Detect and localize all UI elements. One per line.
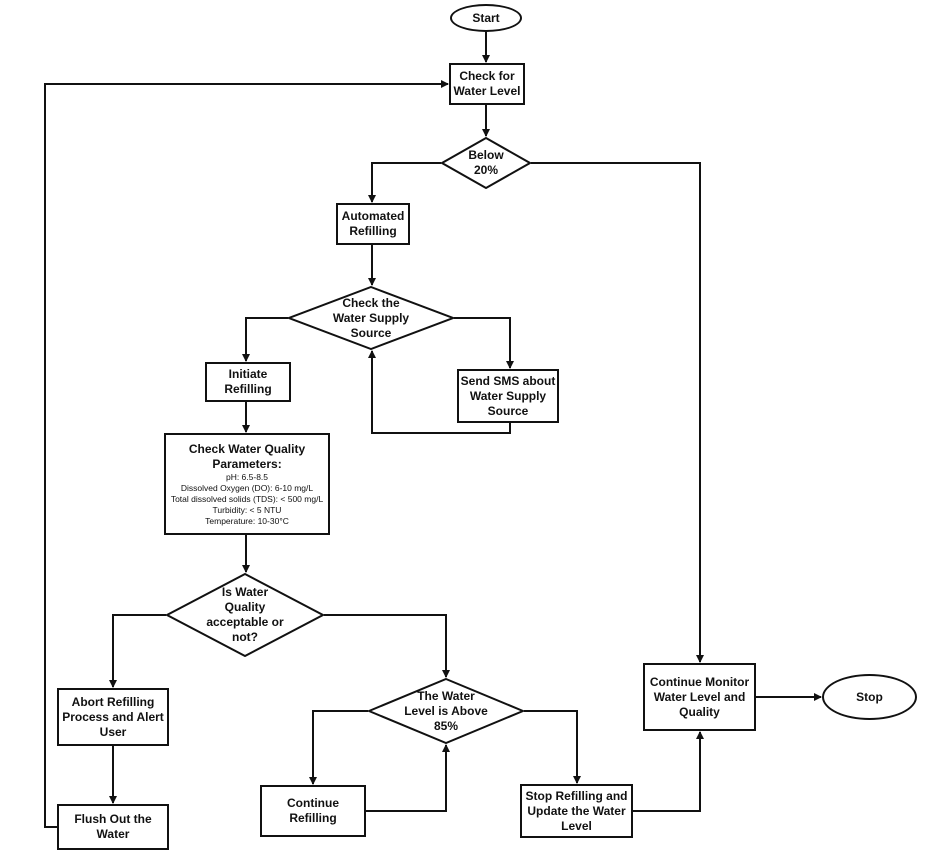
stop-refilling-line3: Level — [561, 818, 592, 833]
quality-acceptable-line3: acceptable or — [206, 615, 284, 629]
edge-above85-to-stoprefill — [524, 710, 581, 784]
edge-below20-to-auto — [368, 162, 441, 203]
stop-refilling-line1: Stop Refilling and — [525, 788, 628, 803]
check-water-level-line1: Check for — [459, 69, 515, 83]
param-tds: Total dissolved solids (TDS): < 500 mg/L — [170, 493, 324, 504]
send-sms-line3: Source — [487, 403, 529, 418]
param-temperature: Temperature: 10-30°C — [205, 515, 289, 526]
check-supply-line3: Source — [350, 325, 392, 340]
stop-refilling-line2: Update the Water — [527, 803, 626, 818]
stop-refilling-box: Stop Refilling and Update the Water Leve… — [520, 784, 633, 838]
above-85-decision: The Water Level is Above 85% — [368, 678, 524, 744]
edge-stoprefill-to-monitor — [633, 731, 704, 812]
below-20-decision: Below 20% — [441, 137, 531, 189]
above-85-line2: Level is Above — [404, 703, 488, 718]
abort-refilling-line1: Abort Refilling — [71, 694, 155, 709]
initiate-refilling-line1: Initiate — [228, 367, 268, 381]
continue-monitor-box: Continue Monitor Water Level and Quality — [643, 663, 756, 731]
param-turbidity: Turbidity: < 5 NTU — [212, 504, 282, 515]
check-supply-source-decision: Check the Water Supply Source — [288, 286, 454, 350]
continue-refilling-box: Continue Refilling — [260, 785, 366, 837]
below-20-line1: Below — [468, 148, 504, 162]
stop-terminal: Stop — [822, 674, 917, 720]
below-20-line2: 20% — [473, 163, 499, 177]
initiate-refilling-line2: Refilling — [224, 382, 272, 396]
initiate-refilling-box: Initiate Refilling — [205, 362, 291, 402]
edge-supply-to-sms — [454, 317, 514, 369]
check-supply-line2: Water Supply — [332, 310, 410, 325]
abort-refilling-line2: Process and Alert — [62, 709, 164, 724]
send-sms-box: Send SMS about Water Supply Source — [457, 369, 559, 423]
continue-monitor-line2: Water Level and — [653, 689, 746, 704]
automated-refilling-box: Automated Refilling — [336, 203, 410, 245]
quality-acceptable-line4: not? — [232, 630, 258, 644]
flush-water-box: Flush Out the Water — [57, 804, 169, 850]
above-85-line3: 85% — [433, 718, 459, 733]
edge-supply-to-initiate — [242, 317, 288, 362]
edge-flush-loop-to-check — [44, 80, 449, 828]
edge-continue-back-to-above85 — [366, 744, 450, 812]
edge-sms-back-to-supply — [368, 350, 511, 434]
param-do: Dissolved Oxygen (DO): 6-10 mg/L — [180, 482, 314, 493]
quality-acceptable-line2: Quality — [224, 600, 266, 614]
send-sms-line2: Water Supply — [469, 388, 547, 403]
check-water-level-line2: Water Level — [453, 84, 521, 98]
param-ph: pH: 6.5-8.5 — [225, 471, 269, 482]
start-terminal: Start — [450, 4, 522, 32]
edge-decision-to-above85 — [324, 614, 450, 678]
continue-monitor-line1: Continue Monitor — [649, 674, 750, 689]
quality-acceptable-line1: Is Water — [221, 585, 269, 599]
edge-decision-to-abort — [109, 614, 166, 688]
automated-refilling-line2: Refilling — [349, 224, 397, 238]
edge-above85-to-continue — [309, 710, 368, 785]
automated-refilling-line1: Automated — [341, 209, 405, 223]
check-supply-line1: Check the — [342, 295, 400, 310]
abort-refilling-line3: User — [99, 724, 127, 739]
quality-acceptable-decision: Is Water Quality acceptable or not? — [166, 573, 324, 657]
abort-refilling-box: Abort Refilling Process and Alert User — [57, 688, 169, 746]
quality-parameters-box: Check Water Quality Parameters: pH: 6.5-… — [164, 433, 330, 535]
send-sms-line1: Send SMS about — [460, 373, 556, 388]
check-water-level-box: Check for Water Level — [449, 63, 525, 105]
edge-below20-to-monitor — [531, 162, 704, 663]
continue-monitor-line3: Quality — [679, 704, 720, 719]
above-85-line1: The Water — [417, 688, 475, 703]
quality-parameters-title: Check Water Quality Parameters: — [188, 441, 306, 471]
